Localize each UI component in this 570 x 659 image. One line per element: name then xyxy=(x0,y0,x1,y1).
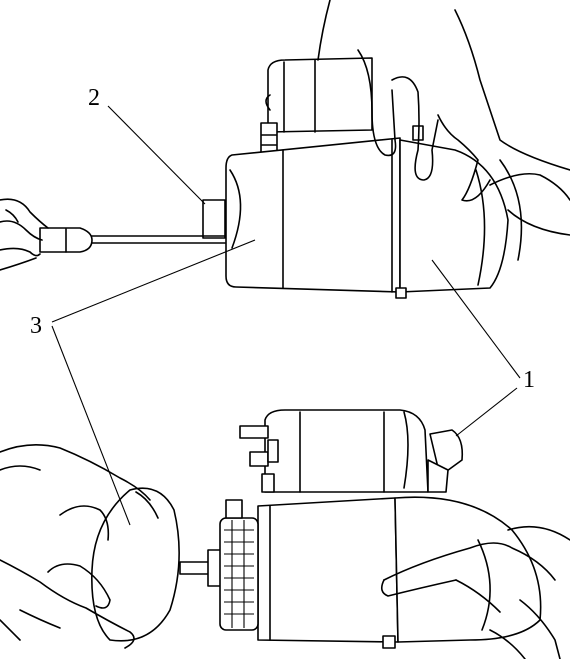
callout-number-2: 2 xyxy=(88,85,100,111)
drive-end-cover xyxy=(91,487,180,642)
right-hand-bottom xyxy=(380,525,570,659)
top-solenoid xyxy=(260,57,373,160)
bottom-starter-assembly xyxy=(0,325,570,659)
leader-line-3-top xyxy=(51,239,256,323)
bottom-solenoid xyxy=(239,409,464,493)
leader-line-1-top xyxy=(431,259,521,379)
callout-number-3: 3 xyxy=(30,313,42,339)
callout-number-1: 1 xyxy=(523,367,535,393)
leader-line-1-bottom xyxy=(455,387,518,437)
bottom-motor-housing xyxy=(257,496,542,649)
left-hand-top xyxy=(0,198,49,271)
right-hand-top xyxy=(317,0,570,236)
leader-line-2 xyxy=(107,105,206,205)
screwdriver xyxy=(39,227,226,253)
pinion-gear xyxy=(179,499,259,631)
top-starter-assembly xyxy=(0,0,570,379)
left-hand-bottom xyxy=(0,444,151,649)
leader-line-3-bottom xyxy=(51,325,131,526)
top-motor-housing xyxy=(202,125,523,299)
